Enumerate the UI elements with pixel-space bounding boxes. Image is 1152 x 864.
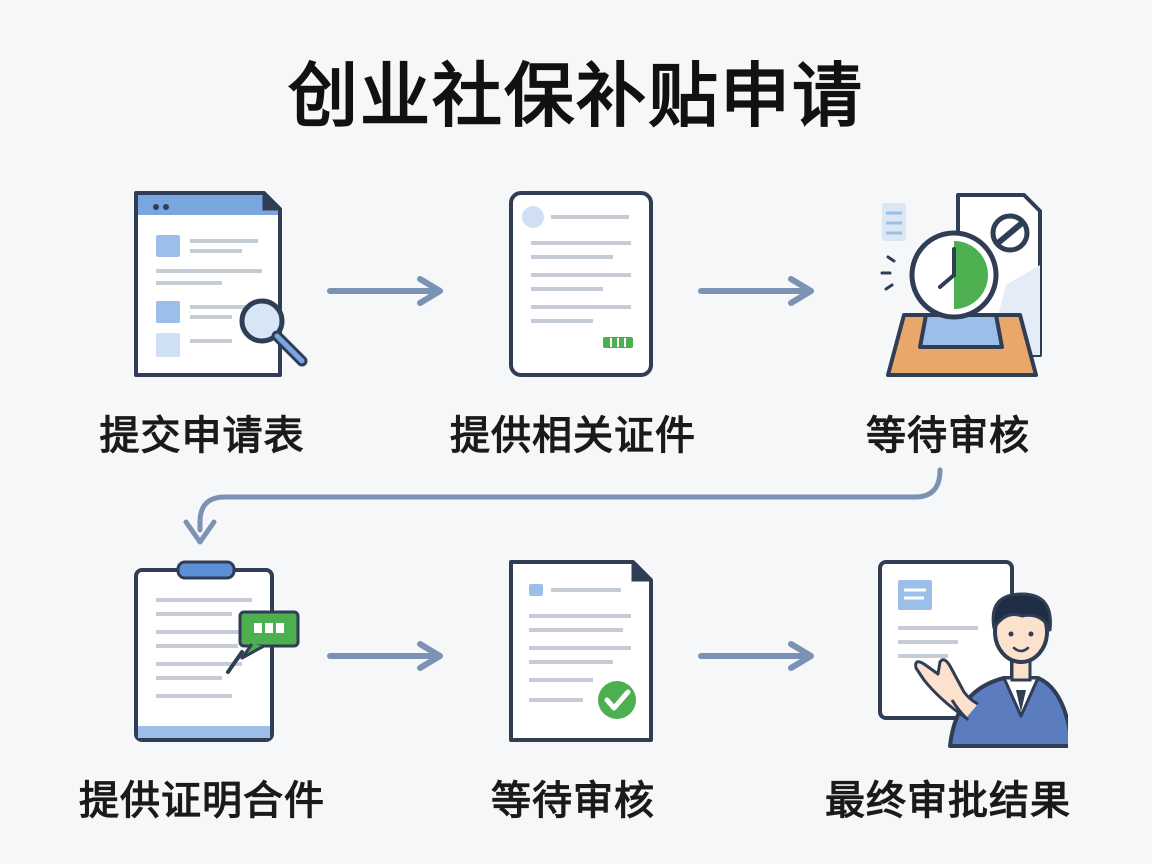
step-label: 等待审核 [491, 778, 655, 824]
step-label: 等待审核 [866, 413, 1030, 459]
arrow-step5-to-step6 [698, 641, 814, 671]
officer-icon [878, 560, 1068, 748]
arrow-step1-to-step2 [327, 276, 443, 306]
clipboard-chat-icon [134, 560, 300, 742]
step-final-result: 最终审批结果 [818, 550, 1078, 826]
step-provide-proof: 提供证明合件 [72, 550, 332, 826]
step-provide-documents: 提供相关证件 [443, 185, 703, 461]
document-icon [509, 191, 653, 377]
form-magnifier-icon [134, 191, 308, 377]
step-await-review: 等待审核 [818, 185, 1078, 461]
arrow-step2-to-step3 [698, 276, 814, 306]
review-clock-icon [880, 193, 1042, 377]
arrow-step4-to-step5 [327, 641, 443, 671]
step-label: 提交申请表 [99, 413, 305, 459]
step-await-review-2: 等待审核 [443, 550, 703, 826]
step-label: 最终审批结果 [825, 778, 1071, 824]
step-label: 提供相关证件 [450, 413, 696, 459]
page-title: 创业社保补贴申请 [288, 55, 864, 137]
step-submit-form: 提交申请表 [72, 185, 332, 461]
step-label: 提供证明合件 [79, 778, 325, 824]
document-check-icon [509, 560, 653, 742]
